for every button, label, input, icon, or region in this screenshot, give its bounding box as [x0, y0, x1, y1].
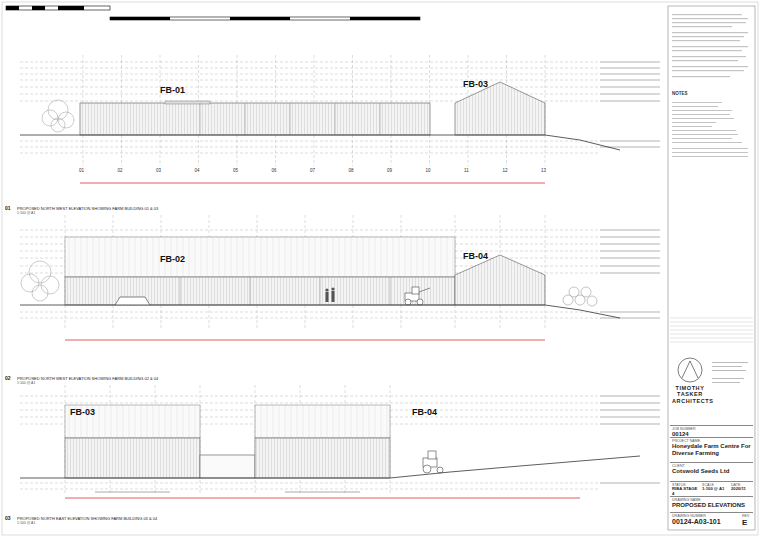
building-tag: FB-03 [463, 80, 488, 90]
building-tag: FB-04 [463, 252, 488, 262]
grid-number: 04 [195, 169, 200, 174]
grid-number: 01 [79, 169, 84, 174]
building-tag: FB-03 [70, 408, 95, 418]
building-tag: FB-04 [412, 408, 437, 418]
date-cell: DATE2020/11 [729, 481, 753, 496]
grid-number: 12 [503, 169, 508, 174]
cell-value: PROPOSED ELEVATIONS [672, 502, 751, 509]
cell-heading: CLIENT [672, 464, 751, 468]
grid-number: 09 [387, 169, 392, 174]
cell-heading: REV [742, 514, 751, 518]
cell-value: Cotswold Seeds Ltd [672, 468, 751, 475]
grid-number: 13 [541, 169, 546, 174]
cell-heading: DRAWING NUMBER [672, 514, 738, 518]
revision-cell: REVE [740, 512, 753, 529]
view-caption: PROPOSED NORTH WEST ELEVATION SHOWING FA… [17, 207, 158, 211]
building-tag: FB-02 [160, 255, 185, 265]
cell-heading: PROJECT NAME [672, 439, 751, 443]
view-number: 01 [5, 206, 11, 212]
cell-heading: JOB NUMBER [672, 427, 751, 431]
cell-value: E [742, 518, 751, 527]
grid-number: 11 [464, 169, 469, 174]
notes-heading: NOTES [672, 92, 688, 97]
cell-value: 00124-A03-101 [672, 518, 738, 526]
cell-value: 2020/11 [731, 487, 751, 492]
cell-value: TIMOTHY TASKER ARCHITECTS [672, 385, 708, 404]
grid-number: 06 [272, 169, 277, 174]
drawing-number-cell: DRAWING NUMBER00124-A03-101 [670, 512, 740, 529]
view-scale: 1:100 @ A1 [17, 382, 35, 386]
grid-number: 03 [156, 169, 161, 174]
view-scale: 1:100 @ A1 [17, 522, 35, 526]
cell-value: 1:100 @ A1 [702, 487, 727, 492]
practice-logo: TIMOTHY TASKER ARCHITECTS [670, 384, 710, 424]
grid-number: 08 [349, 169, 354, 174]
view-scale: 1:100 @ A1 [17, 212, 35, 216]
drawing-name-cell: DRAWING NAMEPROPOSED ELEVATIONS [670, 496, 753, 512]
cell-value: Honeydale Farm Centre For Diverse Farmin… [672, 443, 751, 457]
grid-number: 07 [310, 169, 315, 174]
building-tag: FB-01 [160, 86, 185, 96]
scale-cell: SCALE1:100 @ A1 [700, 481, 729, 496]
view-caption: PROPOSED NORTH WEST ELEVATION SHOWING FA… [17, 377, 158, 381]
grid-number: 10 [426, 169, 431, 174]
view-caption: PROPOSED NORTH EAST ELEVATION SHOWING FA… [17, 517, 157, 521]
project-cell: PROJECT NAMEHoneydale Farm Centre For Di… [670, 437, 753, 462]
grid-number: 02 [118, 169, 123, 174]
cell-heading: DRAWING NAME [672, 498, 751, 502]
client-cell: CLIENTCotswold Seeds Ltd [670, 462, 753, 481]
view-number: 03 [5, 516, 11, 522]
grid-number: 05 [233, 169, 238, 174]
view-number: 02 [5, 376, 11, 382]
